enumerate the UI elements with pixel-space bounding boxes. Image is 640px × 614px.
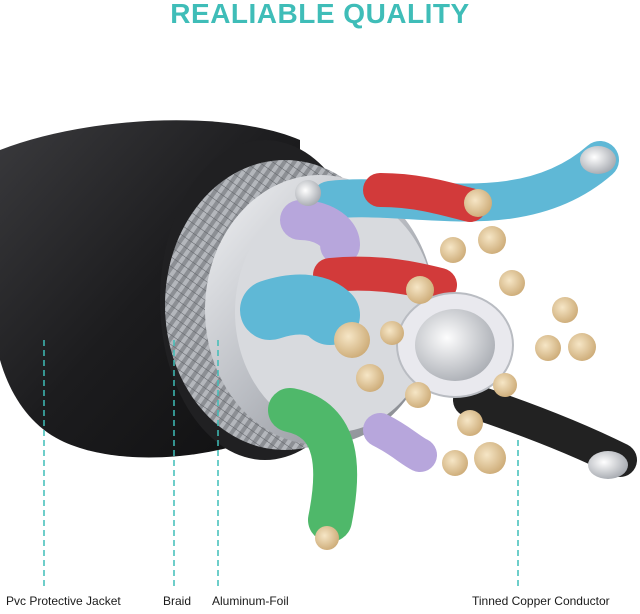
label-braid: Braid: [163, 594, 192, 608]
conductor-ends: [315, 189, 596, 550]
headline: REALIABLE QUALITY: [170, 0, 470, 29]
silver-strand-ends: [295, 146, 628, 479]
label-tinned-copper-conductor: Tinned Copper Conductor: [472, 594, 610, 608]
leader-lines: [43, 340, 519, 590]
label-pvc-protective-jacket: Pvc Protective Jacket: [6, 594, 121, 608]
label-aluminum-foil: Aluminum-Foil: [212, 594, 289, 608]
